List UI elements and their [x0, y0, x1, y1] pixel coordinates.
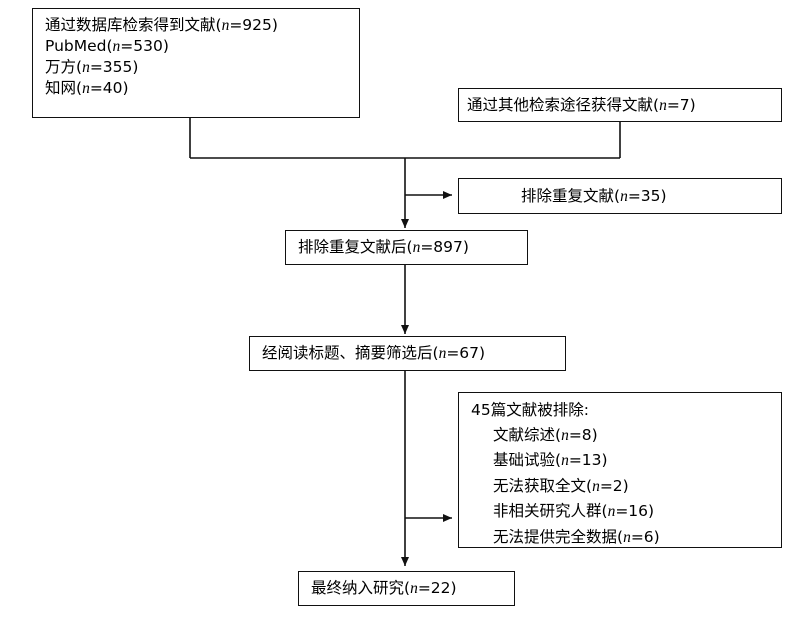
duplicates-removed-box: 排除重复文献(n=35) [458, 178, 782, 214]
database-search-title: 通过数据库检索得到文献(n=925) [45, 16, 278, 34]
source-pubmed: PubMed(n=530) [45, 37, 169, 55]
after-dedup-text: 排除重复文献后(n=897) [298, 238, 469, 256]
excluded-no-fulltext: 无法获取全文(n=2) [493, 476, 629, 495]
excluded-irrelevant-population: 非相关研究人群(n=16) [493, 502, 655, 520]
source-wanfang: 万方(n=355) [45, 58, 139, 76]
excluded-basic-experiment: 基础试验(n=13) [493, 451, 608, 469]
duplicates-removed-text: 排除重复文献(n=35) [521, 187, 667, 205]
excluded-review: 文献综述(n=8) [493, 425, 598, 444]
source-cnki: 知网(n=40) [45, 79, 129, 97]
after-dedup-box: 排除重复文献后(n=897) [285, 230, 528, 265]
other-search-text: 通过其他检索途径获得文献(n=7) [467, 96, 696, 114]
database-search-box: 通过数据库检索得到文献(n=925) PubMed(n=530) 万方(n=35… [32, 8, 360, 118]
after-screening-box: 经阅读标题、摘要筛选后(n=67) [249, 336, 566, 371]
excluded-box: 45篇文献被排除: 文献综述(n=8) 基础试验(n=13) 无法获取全文(n=… [458, 392, 782, 548]
final-included-text: 最终纳入研究(n=22) [311, 579, 457, 597]
excluded-incomplete-data: 无法提供完全数据(n=6) [493, 527, 660, 546]
excluded-title: 45篇文献被排除: [471, 401, 589, 419]
after-screening-text: 经阅读标题、摘要筛选后(n=67) [262, 344, 486, 362]
final-included-box: 最终纳入研究(n=22) [298, 571, 515, 606]
other-search-box: 通过其他检索途径获得文献(n=7) [458, 88, 782, 122]
